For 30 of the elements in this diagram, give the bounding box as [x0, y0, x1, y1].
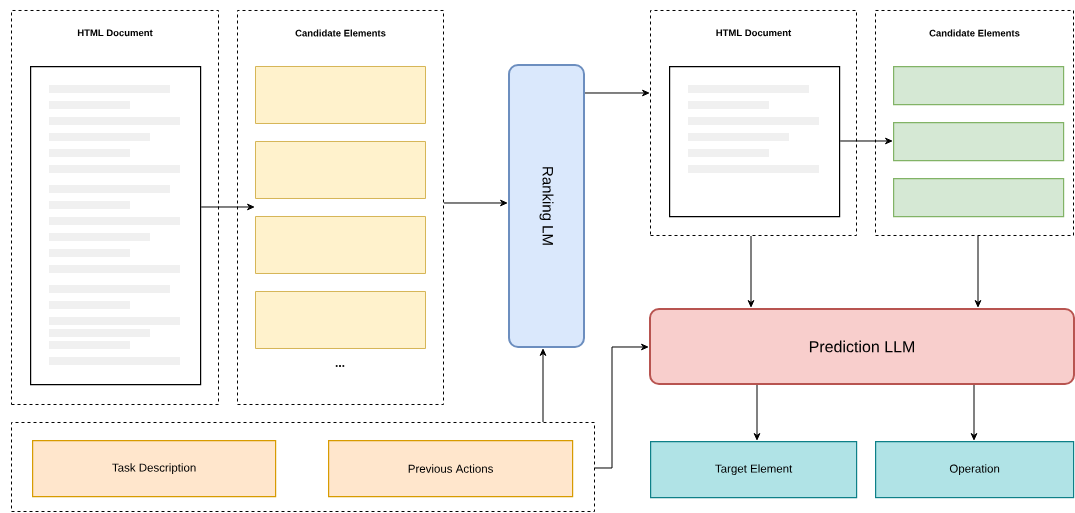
candidate-box — [255, 141, 426, 199]
arrow — [584, 89, 650, 97]
output-box: Operation — [875, 441, 1075, 499]
candidate-box — [893, 66, 1065, 106]
arrow — [974, 235, 982, 308]
arrow — [200, 203, 255, 211]
model-box: Prediction LLM — [649, 308, 1075, 385]
candidate-box — [255, 291, 426, 349]
dashed-group-box — [11, 422, 595, 512]
candidate-box — [255, 216, 426, 274]
candidate-box — [893, 122, 1065, 162]
arrow — [753, 384, 761, 441]
arrow — [970, 384, 978, 441]
arrow — [747, 235, 755, 308]
dashed-group-box: Candidate Elements — [875, 10, 1074, 236]
arrow — [539, 348, 547, 423]
document-drawing — [30, 66, 202, 386]
candidate-box — [255, 66, 426, 124]
arrow — [839, 137, 893, 145]
document-drawing — [669, 66, 841, 218]
candidate-box — [893, 178, 1065, 218]
dashed-group-box: HTML Document — [11, 10, 219, 405]
model-box: Ranking LM — [508, 64, 585, 348]
output-box: Target Element — [650, 441, 858, 499]
input-box: Task Description — [32, 440, 277, 498]
input-box: Previous Actions — [328, 440, 574, 498]
dashed-group-box: HTML Document — [650, 10, 857, 236]
ellipsis-text: ... — [335, 365, 345, 367]
arrow — [594, 343, 649, 469]
arrow — [443, 199, 508, 207]
